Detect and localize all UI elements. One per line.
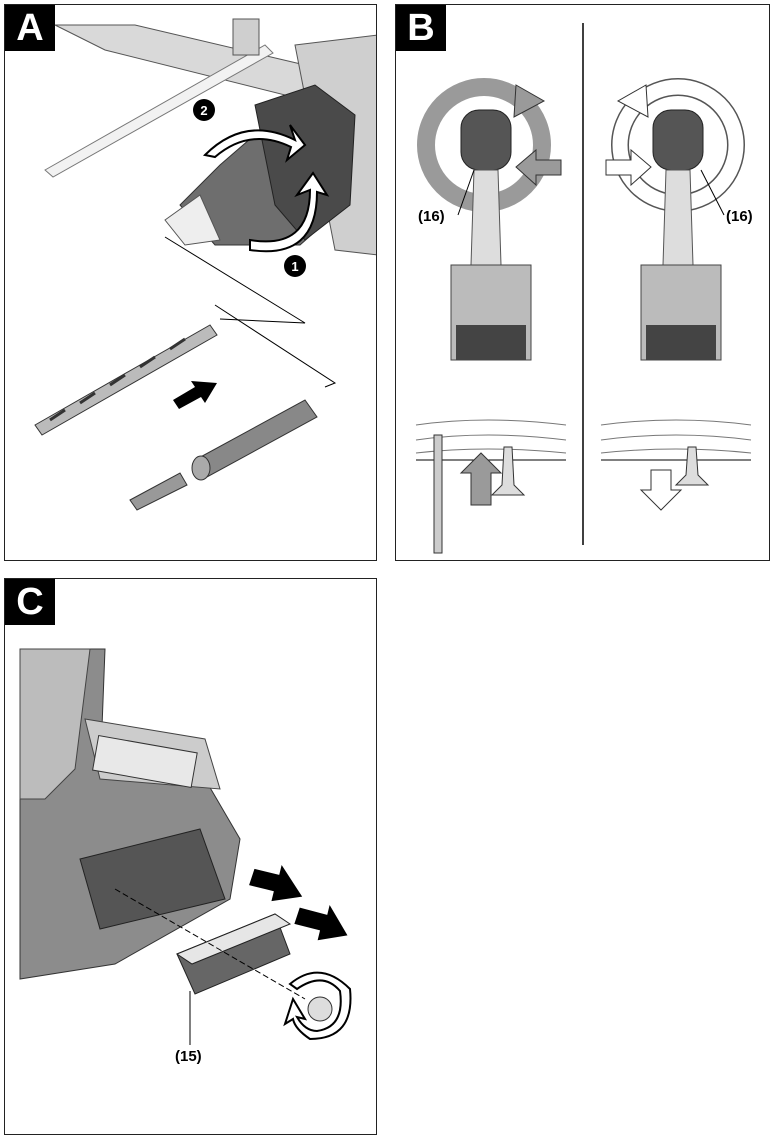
panel-b-illustration: (16) (16)	[415, 23, 753, 554]
step-1-marker	[284, 255, 306, 277]
bit-holder-clip-top	[175, 913, 292, 965]
label-plate	[92, 734, 198, 788]
rotation-arrow-icon	[513, 84, 546, 118]
rotation-arrow-icon-2	[616, 84, 649, 118]
step-1-label: 1	[291, 259, 298, 274]
panel-a-illustration: 2 1	[34, 18, 376, 511]
bit-holder-end	[191, 455, 211, 481]
drill-grip-right	[662, 169, 694, 266]
drill-bit-flutes	[49, 337, 186, 422]
slide-arrows-icon-2	[294, 905, 348, 941]
chuck-tip	[164, 194, 221, 246]
panel-c-badge: C	[5, 579, 55, 625]
bit-holder	[194, 399, 318, 478]
callout-line-right	[700, 169, 725, 216]
drill-grip	[19, 648, 91, 800]
push-arrow-icon	[515, 148, 562, 187]
callout-16-right: (16)	[726, 208, 753, 225]
screwdriver-bit	[129, 472, 188, 511]
drill-bit	[34, 324, 218, 436]
screw-right	[674, 446, 710, 486]
battery-left	[456, 325, 526, 360]
dash-line	[114, 888, 306, 1000]
insert-arrow-icon	[173, 381, 217, 409]
callout-15: (15)	[175, 1048, 202, 1065]
slide-arrows-icon	[249, 865, 303, 902]
step-2-marker	[193, 99, 215, 121]
callout-line-left	[457, 169, 475, 216]
chuck-rotate-arrow-icon-2	[249, 171, 330, 253]
wood-right	[600, 419, 752, 454]
down-arrow-icon	[639, 469, 683, 511]
push-arrow-icon-2	[605, 148, 652, 187]
chuck-ring	[254, 84, 356, 241]
step-2-label: 2	[200, 103, 207, 118]
panel-b-badge: B	[396, 5, 446, 51]
drill-handle-top	[232, 18, 260, 56]
chuck-rotate-arrow-icon	[202, 124, 307, 163]
panel-b: B (16) (16)	[395, 4, 770, 561]
drill-head-left	[460, 109, 512, 171]
callout-16-left: (16)	[418, 208, 445, 225]
battery-right	[646, 325, 716, 360]
panel-c: C (15)	[4, 578, 377, 1135]
panel-a: A 2 1	[4, 4, 377, 561]
drill-head-right	[652, 109, 704, 171]
drill-grip-left	[470, 169, 502, 266]
leader-line	[164, 236, 306, 324]
battery-slot	[79, 828, 226, 930]
wood-left	[415, 419, 567, 454]
drill-bit-left	[433, 434, 443, 554]
screw-rotate-icon	[283, 971, 352, 1041]
up-arrow-icon	[459, 452, 503, 506]
drill-rod	[44, 44, 274, 178]
panel-c-illustration: (15)	[19, 648, 352, 1065]
screw-head	[307, 996, 333, 1022]
leader-line-2	[214, 304, 337, 388]
panel-a-badge: A	[5, 5, 55, 51]
screw-left	[490, 446, 526, 496]
